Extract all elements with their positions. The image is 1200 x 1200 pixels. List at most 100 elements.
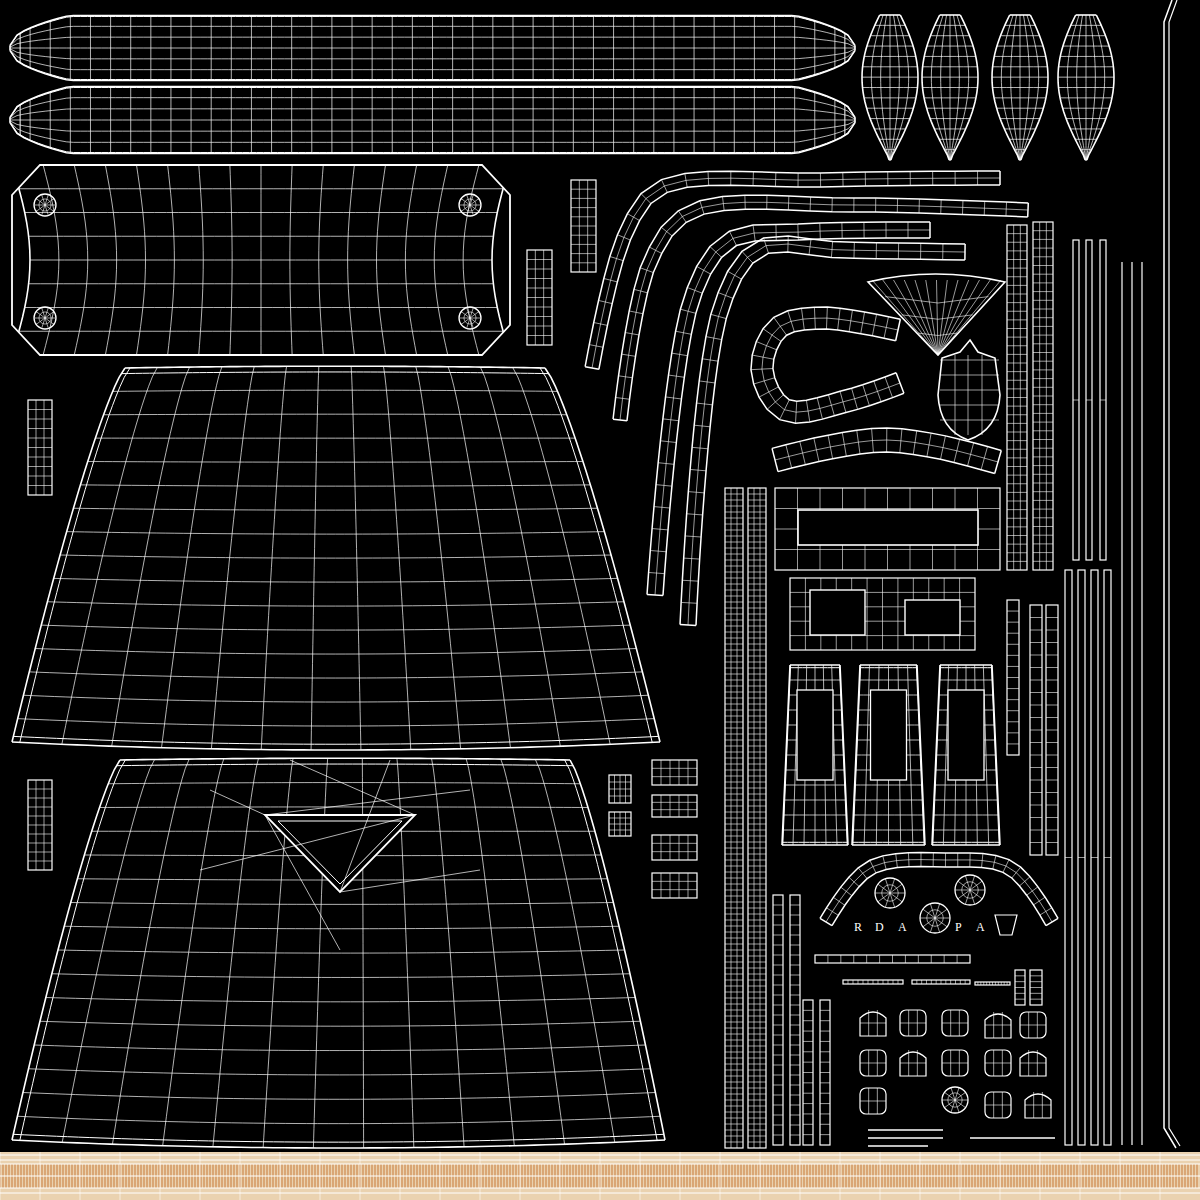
uv-ribbon-tick bbox=[753, 225, 755, 241]
uv-border bbox=[10, 88, 855, 118]
uv-rod bbox=[1169, 0, 1180, 1146]
uv-strip-line bbox=[1033, 404, 1053, 405]
uv-grid-line bbox=[885, 149, 896, 150]
uv-grid-line bbox=[34, 1045, 645, 1051]
uv-strip-line bbox=[748, 992, 766, 993]
uv-strip-line bbox=[28, 438, 52, 439]
uv-ribbon-tick bbox=[929, 222, 931, 238]
uv-strip-line bbox=[748, 656, 766, 657]
uv-strip-line bbox=[773, 1095, 783, 1096]
uv-strip-line bbox=[748, 746, 766, 747]
uv-strip-line bbox=[1007, 276, 1027, 277]
uv-strip-line bbox=[725, 704, 743, 705]
uv-strip-line bbox=[571, 253, 596, 254]
uv-shield-line bbox=[940, 360, 999, 361]
uv-strip-line bbox=[748, 908, 766, 909]
uv-piece-line bbox=[985, 1063, 1011, 1064]
uv-strip-line bbox=[620, 812, 621, 836]
uv-strip-line bbox=[1030, 692, 1042, 693]
uv-grid-line bbox=[992, 77, 1048, 78]
uv-ribbon-tick bbox=[730, 171, 731, 185]
uv-strip-line bbox=[725, 1112, 743, 1113]
uv-strip-line bbox=[535, 250, 536, 345]
uv-hole bbox=[797, 690, 833, 780]
uv-strip-line bbox=[1030, 655, 1042, 656]
uv-ribbon-tick bbox=[849, 877, 859, 886]
uv-strip-line bbox=[773, 1085, 783, 1086]
uv-strip-line bbox=[1046, 755, 1058, 756]
uv-strip-line bbox=[725, 980, 743, 981]
uv-strip-line bbox=[571, 226, 596, 227]
uv-ribbon-tick bbox=[652, 529, 668, 530]
uv-strip-line bbox=[1046, 630, 1058, 631]
uv-strip-line bbox=[892, 955, 893, 963]
uv-grid-line bbox=[939, 680, 992, 681]
uv-strip-line bbox=[725, 1124, 743, 1125]
uv-grid-line bbox=[25, 307, 498, 308]
uv-ribbon-tick bbox=[898, 243, 899, 259]
uv-strip-line bbox=[725, 1082, 743, 1083]
uv-strip-line bbox=[725, 560, 743, 561]
uv-strip-line bbox=[1033, 552, 1053, 553]
uv-strip-line bbox=[1030, 999, 1042, 1000]
uv-ribbon-tick bbox=[775, 173, 776, 187]
uv-strip-line bbox=[725, 992, 743, 993]
uv-cone bbox=[868, 274, 1005, 355]
uv-piece bbox=[860, 1012, 886, 1036]
uv-ribbon-tick bbox=[896, 319, 901, 340]
uv-grid-line bbox=[930, 118, 970, 119]
uv-strip-line bbox=[1033, 456, 1053, 457]
uv-rail bbox=[1131, 262, 1132, 1145]
uv-cone-line bbox=[937, 280, 939, 355]
uv-ribbon-tick bbox=[920, 853, 921, 867]
uv-ribbon-tick bbox=[798, 173, 799, 187]
uv-strip-line bbox=[614, 812, 615, 836]
uv-strip bbox=[1015, 970, 1025, 1005]
uv-ribbon-tick bbox=[874, 381, 881, 402]
uv-strip-line bbox=[748, 824, 766, 825]
uv-grid-line bbox=[859, 680, 917, 681]
uv-strip-line bbox=[28, 485, 52, 486]
uv-grid-line bbox=[1004, 128, 1035, 129]
uv-strip-line bbox=[805, 578, 806, 650]
uv-strip-line bbox=[679, 795, 680, 817]
uv-strip-line bbox=[1046, 655, 1058, 656]
uv-grid-line bbox=[120, 758, 570, 760]
uv-disc-spoke bbox=[890, 893, 905, 894]
uv-grid-line bbox=[889, 159, 891, 161]
uv-strip-line bbox=[790, 1045, 800, 1046]
uv-strip-line bbox=[748, 986, 766, 987]
uv-strip-line bbox=[748, 1118, 766, 1119]
uv-strip-line bbox=[905, 955, 906, 963]
uv-strip-line bbox=[803, 1093, 813, 1094]
uv-strip bbox=[790, 895, 800, 1145]
uv-strip bbox=[1091, 570, 1098, 1145]
uv-strip-line bbox=[725, 782, 743, 783]
uv-ribbon-tick bbox=[753, 172, 754, 186]
uv-strip-line bbox=[725, 512, 743, 513]
uv-strip-line bbox=[1033, 543, 1053, 544]
uv-strip-line bbox=[1033, 326, 1053, 327]
uv-grid-line bbox=[1066, 118, 1106, 119]
uv-grid-line bbox=[10, 48, 855, 49]
uv-shield-line bbox=[940, 420, 999, 421]
uv-strip-line bbox=[1030, 981, 1042, 982]
uv-ribbon-tick bbox=[982, 854, 983, 868]
uv-strip-line bbox=[748, 932, 766, 933]
uv-strip-line bbox=[725, 794, 743, 795]
uv-strip-line bbox=[960, 980, 961, 984]
uv-strip-line bbox=[1007, 655, 1019, 656]
uv-strip-line bbox=[725, 656, 743, 657]
uv-grid-line bbox=[12, 1140, 665, 1148]
uv-ribbon-tick bbox=[767, 395, 783, 410]
uv-ribbon-tick bbox=[942, 244, 943, 260]
uv-grid-line bbox=[927, 46, 973, 47]
uv-strip-line bbox=[790, 1015, 800, 1016]
uv-grid-line bbox=[1063, 108, 1110, 109]
uv-disc-spoke bbox=[965, 876, 970, 890]
uv-ribbon-tick bbox=[656, 485, 672, 487]
uv-ribbon-tick bbox=[788, 196, 790, 210]
uv-grid-line bbox=[997, 46, 1043, 47]
uv-grid-line bbox=[58, 950, 625, 953]
uv-strip-line bbox=[1004, 982, 1005, 985]
